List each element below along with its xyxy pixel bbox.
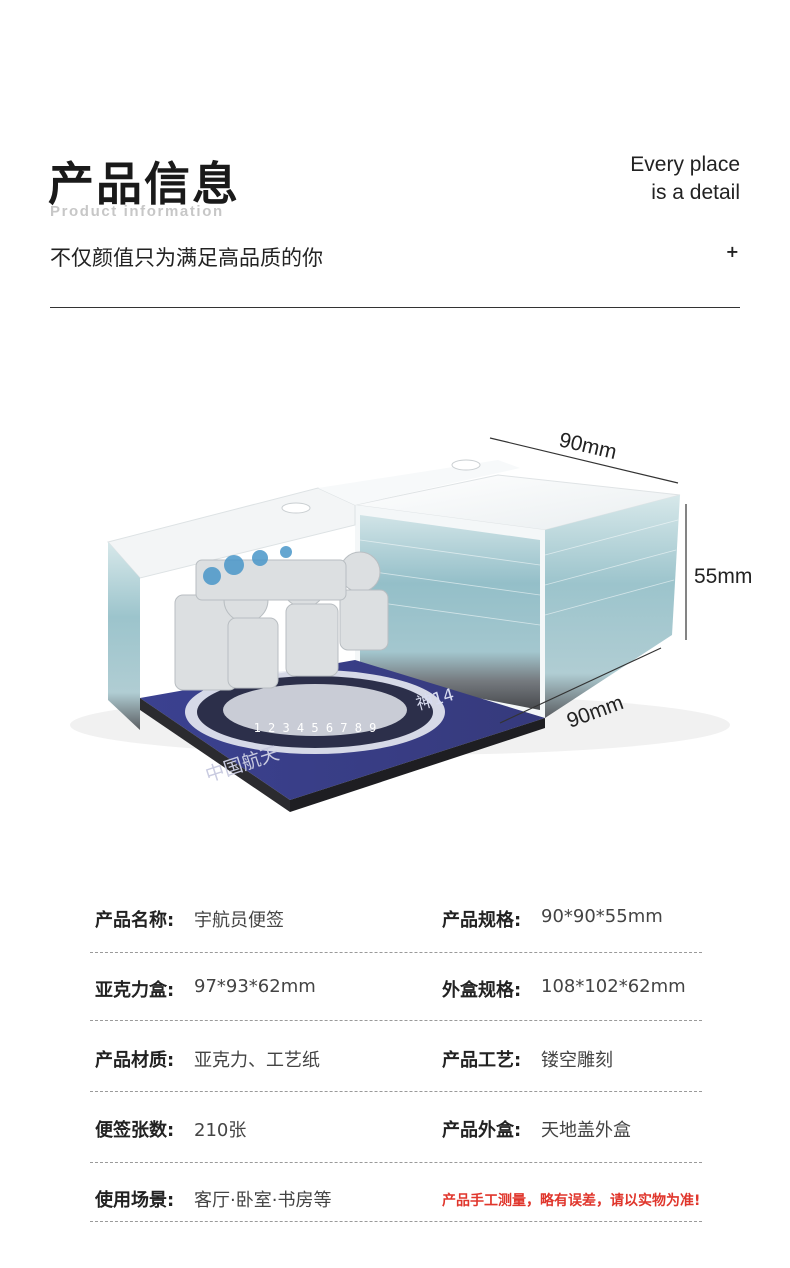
dimension-height: 55mm <box>694 565 752 588</box>
spec-divider <box>90 1162 702 1163</box>
spec-value: 客厅·卧室·书房等 <box>194 1190 332 1211</box>
spec-divider <box>90 1221 702 1222</box>
section-subtitle: 不仅颜值只为满足高品质的你 <box>50 246 323 270</box>
spec-row: 产品材质: 亚克力、工艺纸 产品工艺: 镂空雕刻 <box>0 1046 790 1086</box>
spec-label: 产品名称: <box>95 910 175 931</box>
spec-label: 产品工艺: <box>442 1050 522 1071</box>
spec-row: 产品名称: 宇航员便签 产品规格: 90*90*55mm <box>0 906 790 946</box>
spec-value: 97*93*62mm <box>194 976 316 997</box>
plus-icon: + <box>725 242 739 261</box>
spec-label: 外盒规格: <box>442 980 522 1001</box>
spec-label: 便签张数: <box>95 1120 175 1141</box>
spec-divider <box>90 1020 702 1021</box>
spec-value: 镂空雕刻 <box>541 1050 613 1071</box>
dial-numbers: 1 2 3 4 5 6 7 8 9 <box>254 721 377 735</box>
spec-row: 使用场景: 客厅·卧室·书房等 产品手工测量，略有误差，请以实物为准! <box>0 1186 790 1226</box>
product-image: 1 2 3 4 5 6 7 8 9 中国航天 神14 90mm 55mm 90m… <box>70 428 752 812</box>
dimension-top: 90mm <box>557 428 619 464</box>
spec-value: 90*90*55mm <box>541 906 663 927</box>
spec-label: 产品材质: <box>95 1050 175 1071</box>
page-subtitle-en: Product information <box>50 203 224 220</box>
spec-row: 便签张数: 210张 产品外盒: 天地盖外盒 <box>0 1116 790 1156</box>
page-title: 产品信息 <box>48 157 240 211</box>
tagline-line-2: is a detail <box>651 181 740 204</box>
tagline-line-1: Every place <box>630 153 740 176</box>
spec-value: 天地盖外盒 <box>541 1120 631 1141</box>
spec-value: 210张 <box>194 1120 247 1141</box>
spec-value: 亚克力、工艺纸 <box>194 1050 320 1071</box>
measurement-note: 产品手工测量，略有误差，请以实物为准! <box>442 1193 701 1209</box>
tagline: Every place is a detail <box>630 151 740 207</box>
spec-label: 产品外盒: <box>442 1120 522 1141</box>
spec-label: 产品规格: <box>442 910 522 931</box>
header-divider <box>50 307 740 308</box>
spec-value: 宇航员便签 <box>194 910 284 931</box>
spec-divider <box>90 1091 702 1092</box>
spec-label: 使用场景: <box>95 1190 175 1211</box>
spec-label: 亚克力盒: <box>95 980 175 1001</box>
spec-value: 108*102*62mm <box>541 976 686 997</box>
spec-row: 亚克力盒: 97*93*62mm 外盒规格: 108*102*62mm <box>0 976 790 1016</box>
spec-divider <box>90 952 702 953</box>
